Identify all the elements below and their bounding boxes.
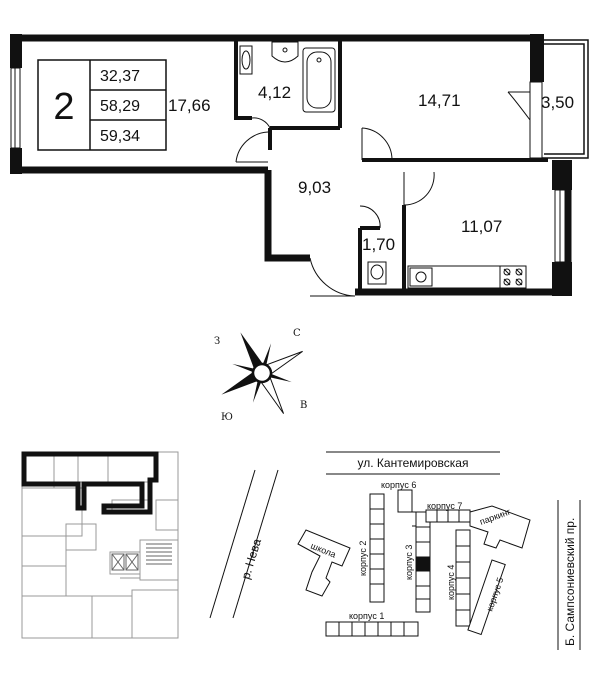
building-school bbox=[297, 529, 351, 597]
building-label-2: корпус 2 bbox=[358, 541, 368, 576]
building-6 bbox=[397, 489, 413, 513]
building-label-6: корпус 6 bbox=[381, 480, 416, 490]
door-bedroom bbox=[361, 127, 393, 161]
street-label-right: Б. Сампсониевский пр. bbox=[563, 518, 577, 646]
building-parking bbox=[469, 505, 531, 549]
balcony-outline bbox=[540, 39, 589, 159]
river-label: р. Нева bbox=[238, 537, 264, 581]
total-area-value: 58,29 bbox=[100, 98, 140, 115]
door-living bbox=[235, 131, 269, 163]
apartment-plan: 2 32,37 58,29 59,34 17,66 4,12 14,71 3,5… bbox=[10, 34, 589, 297]
door-entrance bbox=[309, 257, 356, 297]
key-plan-highlight bbox=[21, 451, 159, 515]
wall-block bbox=[552, 160, 572, 190]
building-5 bbox=[467, 559, 506, 636]
building-label-4: корпус 4 bbox=[446, 565, 456, 600]
room-area-living: 17,66 bbox=[168, 96, 211, 115]
kitchen-counter bbox=[407, 265, 527, 289]
door-bath bbox=[251, 117, 271, 129]
building-2 bbox=[369, 493, 385, 603]
building-label-3: корпус 3 bbox=[404, 545, 414, 580]
wall-block bbox=[530, 34, 544, 82]
wall-hall-left bbox=[264, 170, 310, 262]
room-area-kitchen: 11,07 bbox=[461, 217, 502, 236]
room-area-balcony: 3,50 bbox=[541, 93, 574, 112]
apartment-summary-badge: 2 32,37 58,29 59,34 bbox=[37, 59, 167, 151]
wall-block bbox=[10, 148, 22, 174]
total-area-with-balcony-value: 59,34 bbox=[100, 128, 140, 145]
wall-block bbox=[552, 262, 572, 296]
bathtub bbox=[302, 47, 336, 113]
door-kitchen bbox=[403, 171, 435, 206]
compass-rose bbox=[221, 332, 303, 414]
living-area-value: 32,37 bbox=[100, 68, 140, 85]
key-plan-elevators bbox=[111, 543, 172, 571]
door-wc bbox=[359, 205, 381, 229]
building-1 bbox=[325, 621, 419, 637]
site-plan: ул. Кантемировская Б. Сампсониевский пр.… bbox=[209, 451, 581, 650]
compass-south-label: Ю bbox=[221, 412, 233, 423]
wall-block bbox=[10, 34, 22, 68]
wall-bath-left bbox=[234, 38, 252, 120]
rooms-count: 2 bbox=[53, 86, 74, 128]
room-area-bedroom: 14,71 bbox=[418, 91, 461, 110]
sink-bath bbox=[271, 41, 299, 63]
building-label-1: корпус 1 bbox=[349, 611, 384, 621]
compass-north-label: С bbox=[293, 328, 301, 339]
compass-west-label: З bbox=[214, 336, 220, 347]
building-label-7: корпус 7 bbox=[427, 501, 462, 511]
compass-east-label: В bbox=[300, 400, 307, 411]
room-area-hall: 9,03 bbox=[298, 178, 331, 197]
room-area-wc: 1,70 bbox=[362, 235, 395, 254]
bathtub-inner bbox=[306, 51, 332, 109]
washing-machine bbox=[239, 45, 253, 75]
room-area-bathroom: 4,12 bbox=[258, 83, 291, 102]
street-label-top: ул. Кантемировская bbox=[358, 456, 469, 470]
toilet bbox=[367, 261, 387, 285]
